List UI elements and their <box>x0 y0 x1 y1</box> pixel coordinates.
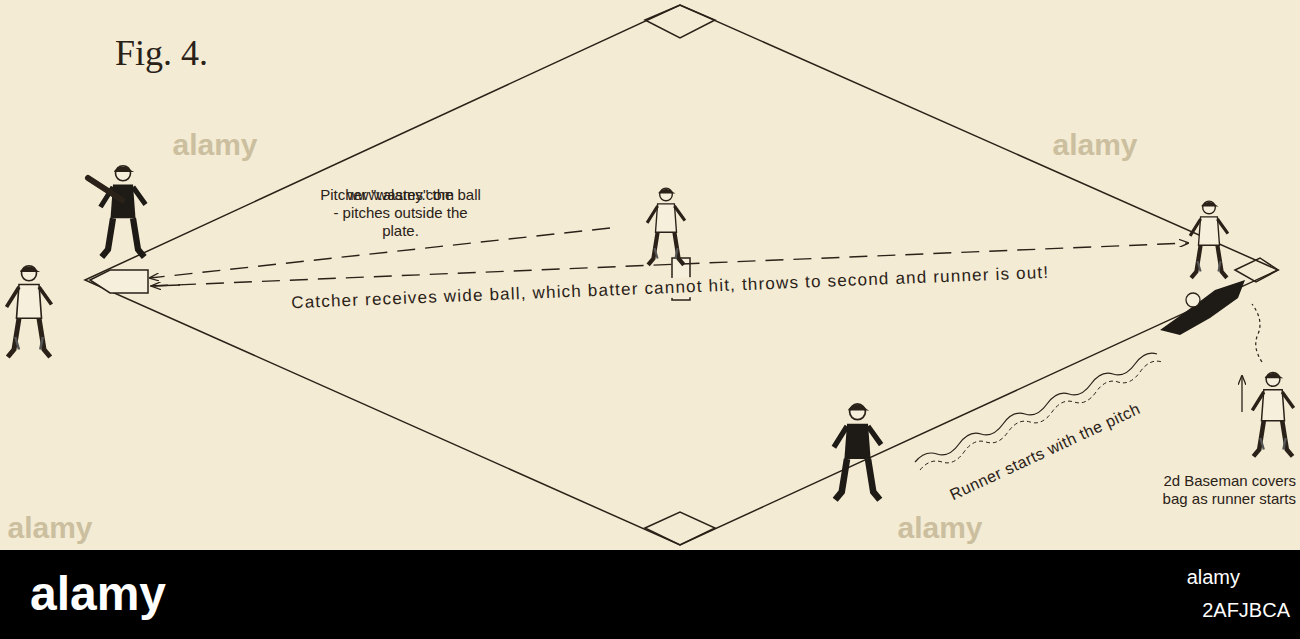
pitch-note: www.alamy.com <box>318 186 483 204</box>
image-id: alamy <box>1187 565 1240 589</box>
sliding-runner <box>1160 280 1245 335</box>
second-baseman <box>1190 201 1228 278</box>
watermark: alamy <box>7 510 92 546</box>
watermark: alamy <box>1052 127 1137 163</box>
figure-title: Fig. 4. <box>115 32 208 75</box>
baseman-note: 2d Baseman covers bag as runner starts <box>1136 472 1296 508</box>
watermark: alamy <box>172 127 257 163</box>
runner-note: Runner starts with the pitch <box>944 398 1146 506</box>
covering-baseman <box>1252 372 1293 456</box>
watermark: alamy <box>897 510 982 546</box>
pitcher <box>647 188 685 265</box>
running-runner <box>834 404 881 500</box>
brand-logo: alamy <box>30 565 166 623</box>
site-url: 2AFJBCA <box>1202 598 1290 622</box>
batter <box>88 166 146 257</box>
throw-note: Catcher receives wide ball, which batter… <box>288 262 1053 313</box>
catcher <box>7 266 52 357</box>
